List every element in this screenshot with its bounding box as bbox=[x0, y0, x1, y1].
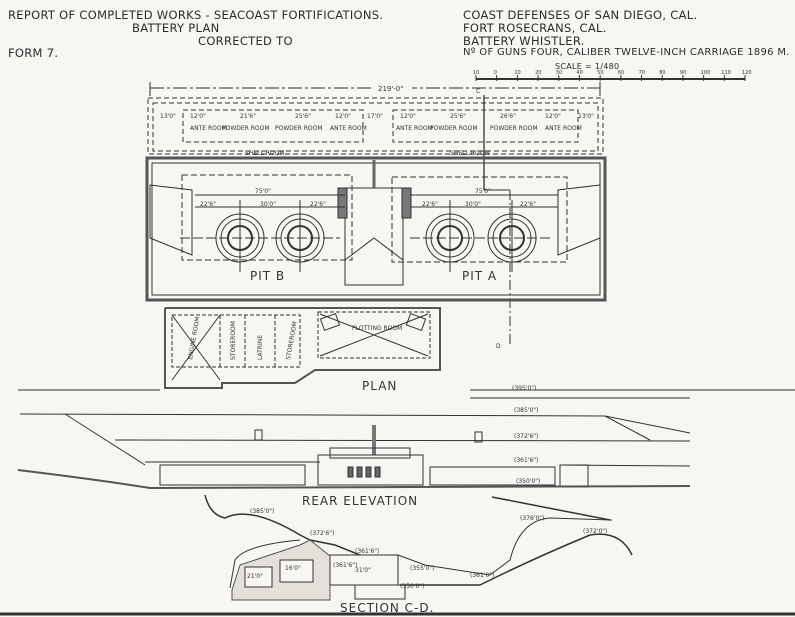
corrected-to-label: CORRECTED TO bbox=[198, 34, 293, 48]
drawing-label: ANTE ROOM bbox=[330, 125, 367, 132]
drawing-label: 30'0" bbox=[260, 201, 276, 208]
drawing-label: 25'6" bbox=[295, 113, 311, 120]
level-372: (372'6") bbox=[514, 433, 538, 440]
emplacement-block bbox=[145, 156, 607, 302]
scale-tick-label: 80 bbox=[659, 70, 665, 76]
pit-a-label: PIT A bbox=[462, 269, 497, 283]
drawing-label: 31'0" bbox=[355, 567, 371, 574]
drawing-label: STOREROOM bbox=[285, 321, 299, 361]
drawing-label: 22'6" bbox=[200, 201, 216, 208]
drawing-label: (361'6") bbox=[355, 548, 379, 555]
drawing-label: 13'0" bbox=[160, 113, 176, 120]
drawing-label: LATRINE bbox=[257, 335, 264, 360]
section-cd bbox=[0, 494, 795, 616]
drawing-label: ANTE ROOM bbox=[396, 125, 433, 132]
battery-plan-subtitle: BATTERY PLAN bbox=[132, 21, 220, 35]
drawing-label: 16'0" bbox=[285, 565, 301, 572]
drawing-label: (350'0") bbox=[400, 583, 424, 590]
scale-tick-label: 0 bbox=[494, 70, 497, 76]
drawing-label: STOREROOM bbox=[230, 321, 237, 360]
drawing-label: 26'6" bbox=[500, 113, 516, 120]
scale-tick-label: 60 bbox=[618, 70, 624, 76]
scale-tick-label: 10 bbox=[473, 70, 479, 76]
scale-tick-label: 100 bbox=[701, 70, 711, 76]
level-385: (385'0") bbox=[514, 407, 538, 414]
drawing-label: 12'0" bbox=[190, 113, 206, 120]
drawing-label: POWDER ROOM bbox=[490, 125, 538, 132]
drawing-label: 12'0" bbox=[335, 113, 351, 120]
drawing-label: 12'0" bbox=[400, 113, 416, 120]
scale-tick-label: 10 bbox=[514, 70, 520, 76]
pit-b-label: PIT B bbox=[250, 269, 285, 283]
battery-name: BATTERY WHISTLER. bbox=[463, 34, 585, 48]
guns-caliber-label: Nº OF GUNS FOUR, CALIBER TWELVE-INCH CAR… bbox=[463, 47, 790, 58]
drawing-label: 25'6" bbox=[450, 113, 466, 120]
drawing-label: POWDER ROOM bbox=[222, 125, 270, 132]
scale-tick-label: 40 bbox=[576, 70, 582, 76]
drawing-label: 22'6" bbox=[310, 201, 326, 208]
drawing-label: (355'0") bbox=[410, 565, 434, 572]
report-title: REPORT OF COMPLETED WORKS - SEACOAST FOR… bbox=[8, 8, 384, 22]
district-label: COAST DEFENSES OF SAN DIEGO, CAL. bbox=[463, 8, 698, 22]
section-mark-c: C bbox=[476, 88, 480, 95]
drawing-label: (376'0") bbox=[520, 515, 544, 522]
drawing-label: POWDER ROOM bbox=[275, 125, 323, 132]
drawing-label: 22'6" bbox=[520, 201, 536, 208]
section-mark-d: D bbox=[496, 343, 501, 350]
plan-lower-rooms bbox=[164, 307, 441, 389]
pit-a-dim-total: 75'0" bbox=[475, 188, 491, 195]
magazine-labels: ANTE ROOM POWDER ROOM POWDER ROOM ANTE R… bbox=[160, 88, 594, 350]
drawing-label: (361'6") bbox=[333, 562, 357, 569]
drawing-label: 21'6" bbox=[240, 113, 256, 120]
drawing-label: (372'6") bbox=[310, 530, 334, 537]
scale-tick-label: 50 bbox=[597, 70, 603, 76]
scale-tick-label: 120 bbox=[742, 70, 752, 76]
level-350: (350'0") bbox=[516, 478, 540, 485]
drawing-label: 12'0" bbox=[545, 113, 561, 120]
fort-label: FORT ROSECRANS, CAL. bbox=[463, 21, 607, 35]
drawing-label: (372'0") bbox=[583, 528, 607, 535]
scale-tick-label: 30 bbox=[556, 70, 562, 76]
rear-elevation-title: REAR ELEVATION bbox=[302, 494, 418, 508]
scale-tick-label: 90 bbox=[680, 70, 686, 76]
scale-tick-label: 70 bbox=[639, 70, 645, 76]
drawing-label: 22'6" bbox=[422, 201, 438, 208]
section-title: SECTION C-D. bbox=[340, 601, 434, 615]
drawing-label: (385'0") bbox=[250, 508, 274, 515]
overall-dimension: 219'-0" bbox=[149, 82, 601, 96]
drawing-label: 30'0" bbox=[465, 201, 481, 208]
plotting-room-label: PLOTTING ROOM bbox=[352, 325, 402, 332]
gun-emplacements bbox=[215, 200, 537, 272]
drawing-label: 13'0" bbox=[578, 113, 594, 120]
scale-tick-label: 110 bbox=[721, 70, 731, 76]
level-361: (361'6") bbox=[514, 457, 538, 464]
drawing-label: 21'0" bbox=[247, 573, 263, 580]
scale-tick-label: 20 bbox=[535, 70, 541, 76]
scale-label: SCALE = 1/480 bbox=[555, 62, 620, 71]
level-395: (395'0") bbox=[512, 385, 536, 392]
drawing-label: ANTE ROOM bbox=[190, 125, 227, 132]
drawing-label: POWDER ROOM bbox=[430, 125, 478, 132]
shell-room-b: SHELL ROOM bbox=[245, 150, 285, 157]
drawing-label: 17'0" bbox=[367, 113, 383, 120]
rear-elevation bbox=[17, 397, 691, 490]
overall-dim-text: 219'-0" bbox=[378, 85, 403, 93]
form-number: FORM 7. bbox=[8, 46, 59, 60]
plan-title: PLAN bbox=[362, 379, 397, 393]
shell-room-a: SHELL ROOM bbox=[450, 150, 490, 157]
drawing-label: (361'0") bbox=[470, 572, 494, 579]
pit-b-dim-total: 75'0" bbox=[255, 188, 271, 195]
magazine-outline bbox=[147, 97, 604, 155]
drawing-label: ANTE ROOM bbox=[545, 125, 582, 132]
